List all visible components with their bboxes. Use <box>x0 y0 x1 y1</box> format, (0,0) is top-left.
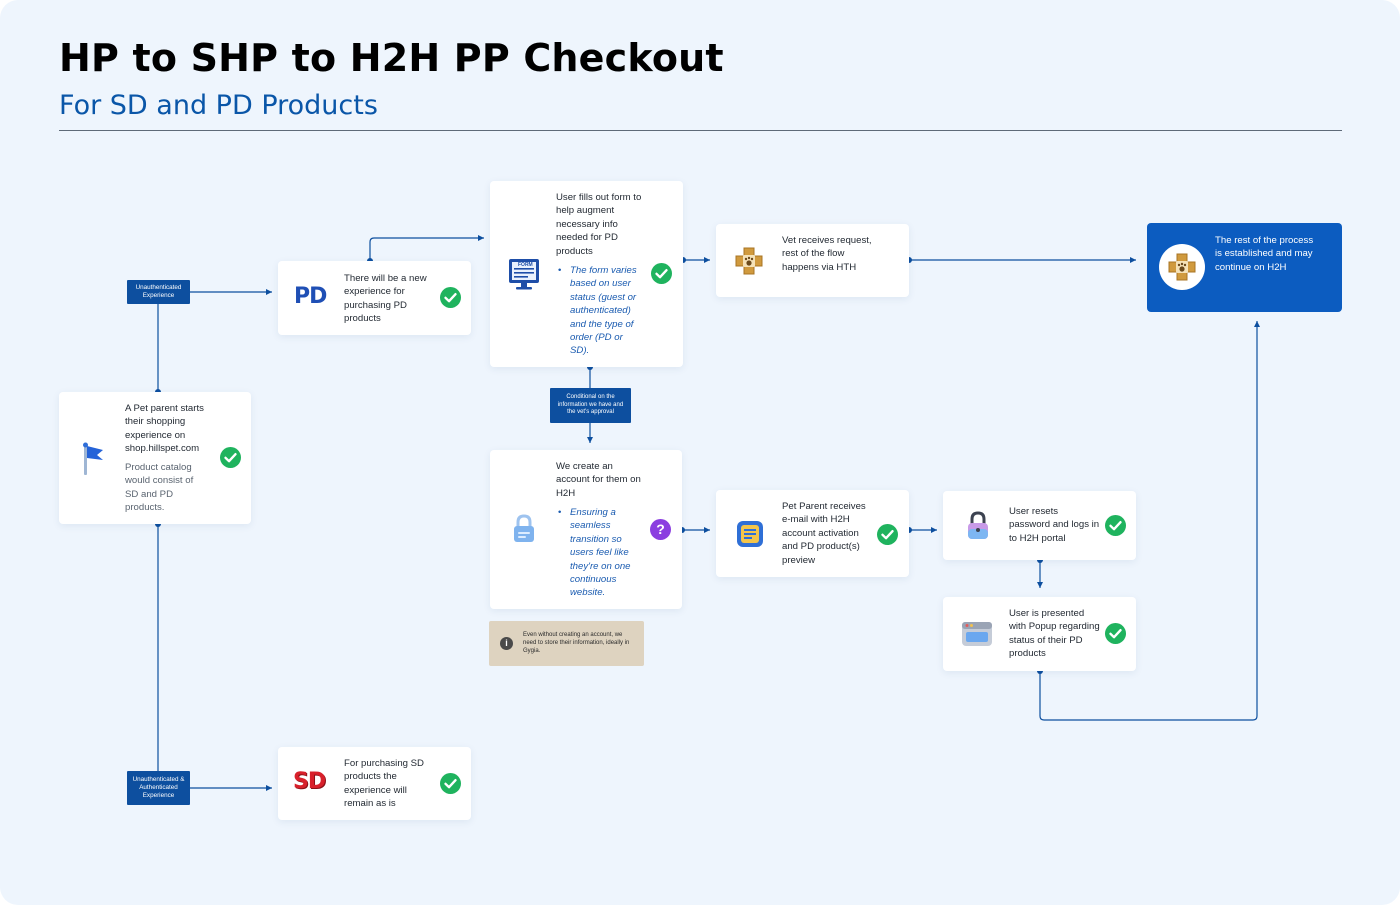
check-icon <box>440 287 461 308</box>
form-icon: FORM <box>506 256 542 297</box>
card-vet-text: Vet receives request, rest of the flow h… <box>782 235 872 273</box>
card-reset-text: User resets password and logs in to H2H … <box>1009 506 1100 544</box>
sd-logo: SD <box>293 769 326 794</box>
card-start-text: A Pet parent starts their shopping exper… <box>125 403 204 455</box>
popup-window-icon <box>961 620 993 653</box>
card-form: FORM User fills out form to help augment… <box>490 181 683 367</box>
storage-note: i Even without creating an account, we n… <box>489 621 644 666</box>
storage-note-text: Even without creating an account, we nee… <box>523 632 630 655</box>
check-icon <box>651 263 672 284</box>
lock-icon <box>512 514 536 549</box>
title-divider <box>59 130 1342 131</box>
padlock-icon <box>967 511 989 546</box>
connector-popup-to-final <box>1039 321 1260 721</box>
check-icon <box>877 524 898 545</box>
tag-conditional: Conditional on the information we have a… <box>550 388 631 423</box>
check-icon <box>220 447 241 468</box>
page-subtitle: For SD and PD Products <box>59 90 378 121</box>
card-start-note: Product catalog would consist of SD and … <box>125 462 194 514</box>
vet-clinic-icon <box>1159 244 1205 290</box>
connector-pd-to-form <box>369 235 484 261</box>
card-account-text: We create an account for them on H2H <box>556 461 641 499</box>
card-pd-text: There will be a new experience for purch… <box>344 273 427 325</box>
card-sd: SD For purchasing SD products the experi… <box>278 747 471 820</box>
card-email: Pet Parent receives e-mail with H2H acco… <box>716 490 909 577</box>
card-start: A Pet parent starts their shopping exper… <box>59 392 251 524</box>
vet-clinic-icon <box>732 244 766 283</box>
check-icon <box>1105 515 1126 536</box>
card-account-bullet: Ensuring a seamless transition so users … <box>558 506 640 600</box>
card-popup-text: User is presented with Popup regarding s… <box>1009 608 1100 660</box>
card-popup: User is presented with Popup regarding s… <box>943 597 1136 671</box>
card-form-bullet: The form varies based on user status (gu… <box>558 264 644 358</box>
card-account: We create an account for them on H2H Ens… <box>490 450 682 609</box>
pd-logo: PD <box>294 284 327 309</box>
card-sd-text: For purchasing SD products the experienc… <box>344 758 424 810</box>
check-icon <box>440 773 461 794</box>
card-form-text: User fills out form to help augment nece… <box>556 192 642 257</box>
flag-icon <box>81 442 105 481</box>
info-icon: i <box>500 637 513 650</box>
card-final: The rest of the process is established a… <box>1147 223 1342 312</box>
card-reset: User resets password and logs in to H2H … <box>943 491 1136 560</box>
card-email-text: Pet Parent receives e-mail with H2H acco… <box>782 501 866 566</box>
page-title: HP to SHP to H2H PP Checkout <box>59 36 724 80</box>
mail-icon <box>735 519 765 554</box>
card-vet: Vet receives request, rest of the flow h… <box>716 224 909 297</box>
tag-unauthenticated: Unauthenticated Experience <box>127 280 190 304</box>
question-icon: ? <box>650 519 671 540</box>
card-pd: PD There will be a new experience for pu… <box>278 261 471 335</box>
card-final-text: The rest of the process is established a… <box>1215 235 1314 273</box>
check-icon <box>1105 623 1126 644</box>
tag-unauth-and-auth: Unauthenticated & Authenticated Experien… <box>127 771 190 805</box>
form-icon-label: FORM <box>518 262 533 268</box>
